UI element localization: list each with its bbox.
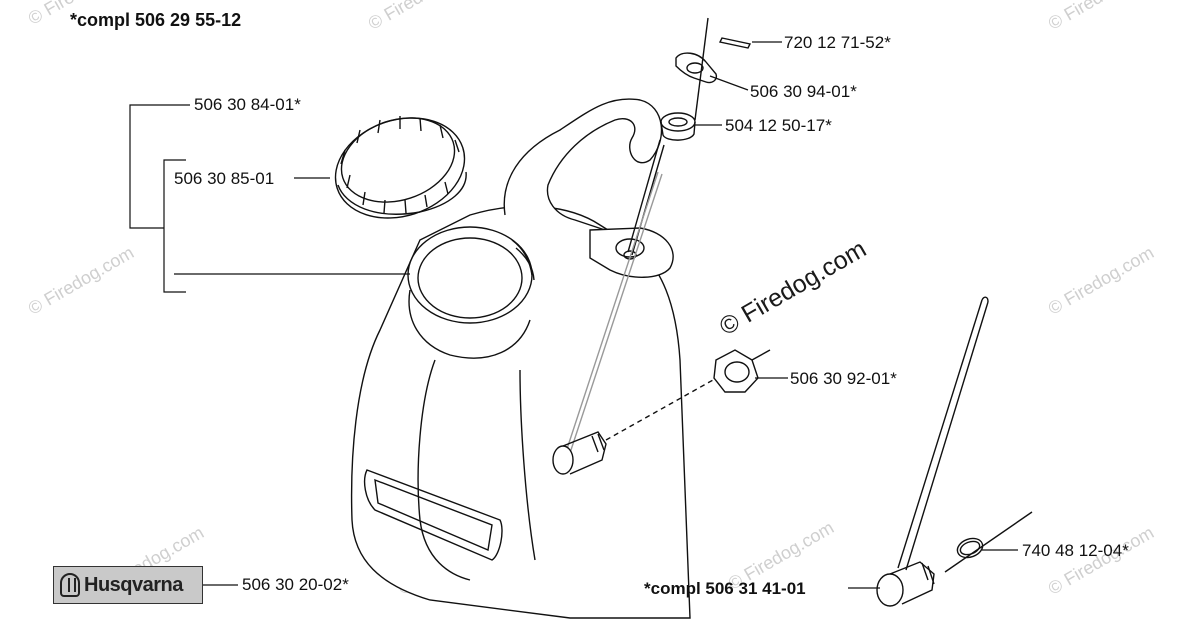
part-label: 504 12 50-17* — [725, 116, 832, 135]
part-label: 506 30 85-01 — [174, 169, 275, 188]
hex-nut — [713, 349, 771, 393]
part-label: 506 30 92-01* — [790, 369, 897, 388]
label-window — [363, 469, 503, 561]
leader-lines — [129, 41, 1018, 589]
part-label: 506 30 84-01* — [194, 95, 301, 114]
outlet-fitting — [552, 379, 714, 475]
husqvarna-logo: Husqvarna — [53, 566, 203, 604]
part-label: *compl 506 31 41-01 — [644, 579, 806, 598]
part-label: 506 30 20-02* — [242, 575, 349, 594]
husqvarna-crown-icon — [60, 573, 80, 597]
logo-text: Husqvarna — [84, 573, 183, 596]
assembly-title: *compl 506 29 55-12 — [70, 10, 242, 30]
wing-nut — [675, 17, 718, 121]
part-label: 506 30 94-01* — [750, 82, 857, 101]
part-label: 720 12 71-52* — [784, 33, 891, 52]
breather-grommet — [660, 112, 696, 141]
part-label: 740 48 12-04* — [1022, 541, 1129, 560]
o-ring — [956, 537, 984, 559]
pin — [718, 37, 752, 49]
pickup-tube — [876, 296, 989, 607]
canister-handle — [503, 98, 663, 231]
fuel-cap — [334, 116, 467, 219]
